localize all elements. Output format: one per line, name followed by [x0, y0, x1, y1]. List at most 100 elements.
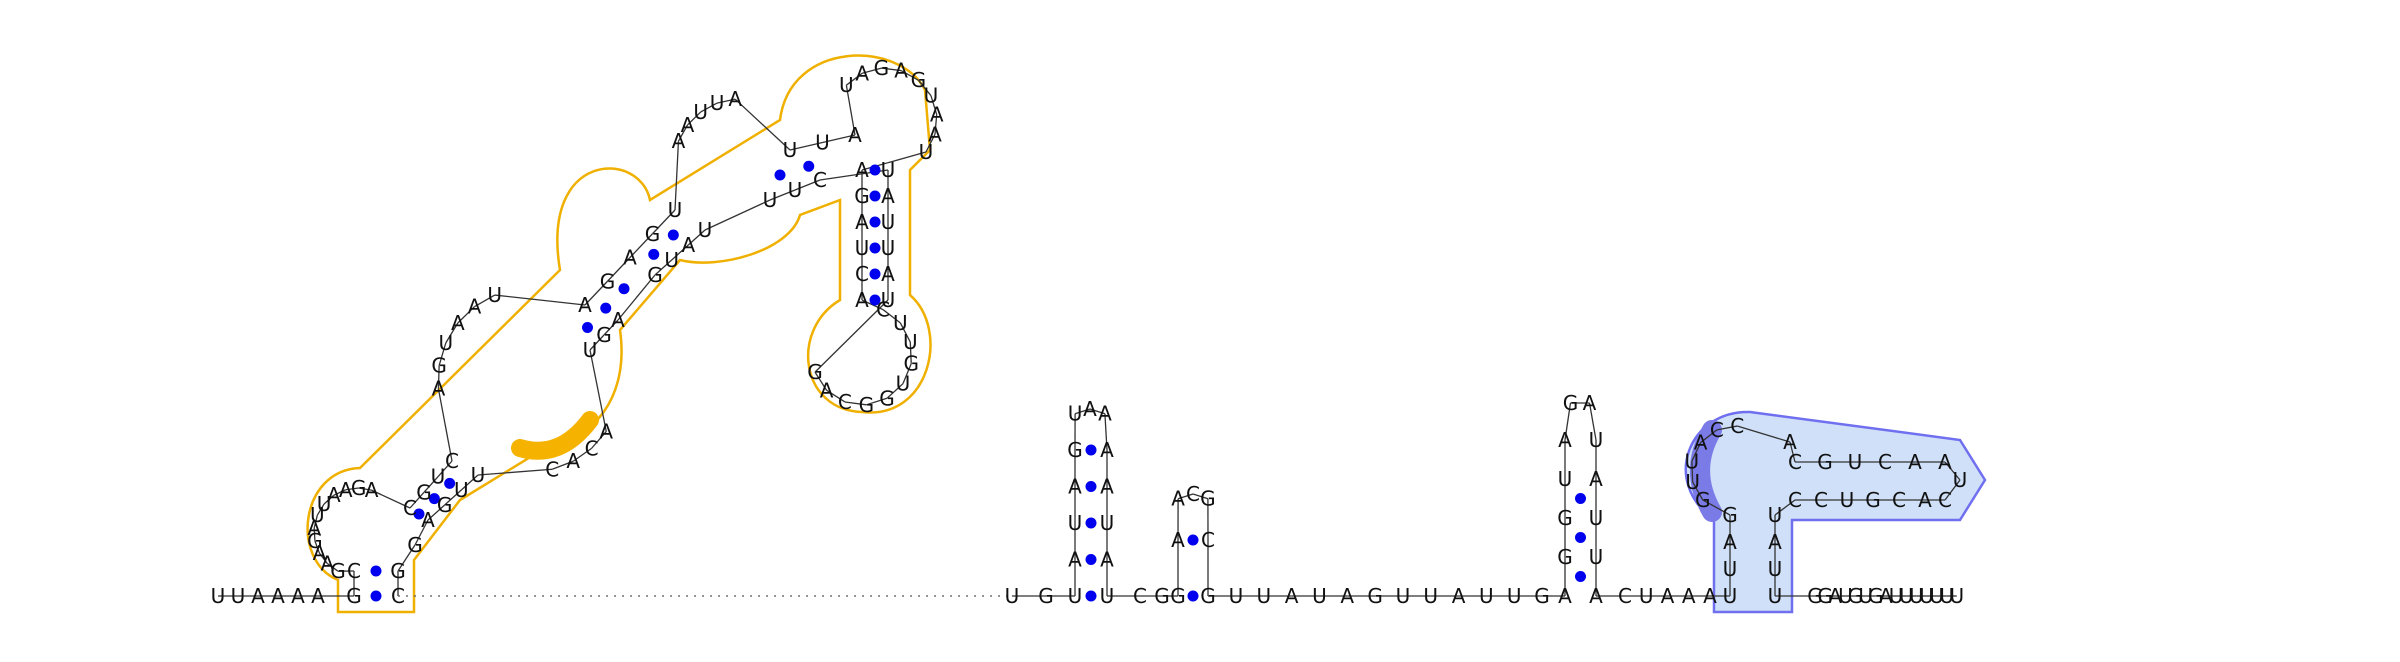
nucleotide-A: A	[881, 262, 895, 286]
nucleotide-U: U	[471, 463, 486, 487]
base-pair-dot	[648, 248, 660, 260]
backbone-segment	[474, 294, 496, 308]
backbone-segment	[862, 67, 882, 74]
backbone-segment	[1074, 408, 1091, 415]
nucleotide-U: U	[1507, 584, 1522, 608]
backbone-segment	[313, 515, 318, 529]
backbone-segment	[1089, 408, 1106, 415]
nucleotide-A: A	[681, 113, 695, 137]
base-pair-dot	[869, 190, 881, 202]
nucleotide-C: C	[876, 298, 890, 322]
backbone-segment	[899, 322, 911, 343]
nucleotide-U: U	[668, 198, 683, 222]
nucleotide-U: U	[1100, 511, 1115, 535]
nucleotide-U: U	[1858, 584, 1873, 608]
base-pair-dot	[869, 216, 881, 228]
backbone-segment	[822, 134, 856, 144]
nucleotide-U: U	[1899, 584, 1914, 608]
backbone-segment	[584, 280, 608, 306]
backbone-segment	[1944, 479, 1961, 501]
backbone-segment	[589, 349, 607, 432]
nucleotide-A: A	[1100, 438, 1114, 462]
backbone-segment	[460, 474, 479, 491]
backbone-segment	[1700, 429, 1718, 444]
nucleotide-A: A	[855, 210, 869, 234]
nucleotide-A: A	[313, 541, 327, 565]
backbone-segment	[671, 244, 689, 261]
nucleotide-letters: UUAAAAGCGAAGAUUAAGACGUCAGUAAUAGAGUAAUUAU…	[211, 56, 1968, 608]
backbone-segment	[1737, 425, 1791, 443]
nucleotide-A: A	[623, 246, 637, 270]
nucleotide-U: U	[1929, 584, 1944, 608]
nucleotide-C: C	[1788, 488, 1802, 512]
backbone-segment	[925, 134, 936, 153]
nucleotide-C: C	[403, 496, 417, 520]
nucleotide-U: U	[919, 140, 934, 164]
backbone-segment	[909, 342, 912, 364]
nucleotide-A: A	[1583, 391, 1597, 415]
nucleotide-G: G	[1534, 584, 1550, 608]
nucleotide-A: A	[1340, 584, 1354, 608]
nucleotide-U: U	[1909, 584, 1924, 608]
nucleotide-A: A	[728, 87, 742, 111]
nucleotide-G: G	[407, 533, 423, 557]
nucleotide-C: C	[855, 262, 869, 286]
backbone-segment	[437, 388, 453, 462]
orange-domain-highlight	[511, 411, 599, 460]
base-pair-dot	[869, 242, 881, 254]
base-pair-dot	[413, 508, 425, 520]
nucleotide-A: A	[1068, 475, 1082, 499]
nucleotide-A: A	[1682, 584, 1696, 608]
backbone-segment	[409, 491, 425, 509]
backbone-segment	[345, 487, 359, 491]
nucleotide-U: U	[1685, 470, 1700, 494]
nucleotide-U: U	[1838, 584, 1853, 608]
backbone-segment	[457, 306, 475, 324]
nucleotide-A: A	[1100, 548, 1114, 572]
nucleotide-U: U	[788, 178, 803, 202]
nucleotide-U: U	[698, 218, 713, 242]
nucleotide-A: A	[1068, 548, 1082, 572]
nucleotide-U: U	[881, 210, 896, 234]
backbone-segment	[845, 85, 856, 136]
backbone-segment	[826, 389, 846, 403]
nucleotide-C: C	[391, 584, 405, 608]
backbone-segment	[617, 274, 656, 321]
nucleotide-U: U	[1840, 488, 1855, 512]
nucleotide-A: A	[566, 449, 580, 473]
backbone-segment	[1716, 425, 1738, 431]
nucleotide-A: A	[1661, 584, 1675, 608]
backbone-segment	[1692, 481, 1704, 501]
backbone-segment	[674, 141, 680, 211]
nucleotide-A: A	[432, 377, 446, 401]
nucleotide-G: G	[431, 353, 447, 377]
nucleotide-C: C	[1133, 584, 1147, 608]
nucleotide-U: U	[1312, 584, 1327, 608]
nucleotide-G: G	[1200, 487, 1216, 511]
base-pair-dot	[618, 283, 630, 295]
base-pair-dot	[1085, 517, 1097, 529]
nucleotide-U: U	[1005, 584, 1020, 608]
nucleotide-G: G	[1695, 488, 1711, 512]
backbone-segment	[1691, 442, 1702, 462]
nucleotide-U: U	[1848, 450, 1863, 474]
nucleotide-U: U	[881, 158, 896, 182]
nucleotide-A: A	[599, 419, 613, 443]
nucleotide-U: U	[1953, 468, 1968, 492]
backbone-segment	[769, 189, 796, 201]
nucleotide-G: G	[1722, 503, 1738, 527]
backbone-segment	[687, 229, 706, 246]
nucleotide-U: U	[763, 188, 778, 212]
nucleotide-G: G	[346, 584, 362, 608]
nucleotide-U: U	[1889, 584, 1904, 608]
nucleotide-A: A	[421, 508, 435, 532]
nucleotide-C: C	[1618, 584, 1632, 608]
nucleotide-U: U	[431, 465, 446, 489]
base-pair-dot	[600, 302, 612, 314]
nucleotide-A: A	[468, 295, 482, 319]
nucleotide-U: U	[893, 311, 908, 335]
nucleotide-G: G	[1817, 584, 1833, 608]
backbone-segment	[444, 489, 462, 506]
backbone-segment	[477, 468, 553, 476]
backbone-segment	[716, 98, 736, 104]
